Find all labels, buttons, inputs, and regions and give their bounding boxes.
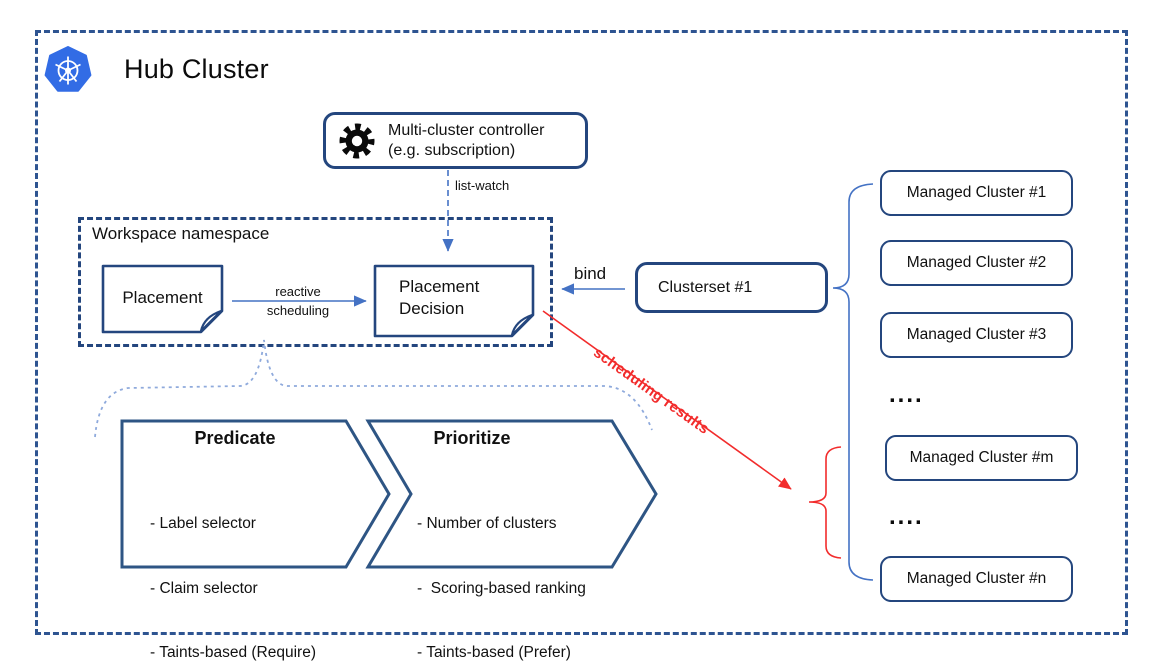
predicate-item-3: - Taints-based (Require) — [150, 644, 316, 661]
reactive-label-line1: reactive — [275, 284, 321, 299]
workspace-namespace-title: Workspace namespace — [92, 224, 270, 243]
controller-label: Multi-cluster controller (e.g. subscript… — [388, 121, 544, 161]
reactive-label-line2: scheduling — [266, 303, 330, 318]
prioritize-item-2: - Scoring-based ranking — [417, 579, 586, 597]
bind-label: bind — [574, 264, 607, 283]
list-watch-label: list-watch — [455, 178, 510, 193]
multi-cluster-controller-box: Multi-cluster controller (e.g. subscript… — [323, 112, 588, 169]
prioritize-title: Prioritize — [433, 428, 511, 448]
hub-cluster-frame — [35, 30, 1128, 635]
managed-cluster-n-box: Managed Cluster #n — [880, 556, 1073, 602]
reactive-scheduling-label: reactive scheduling — [248, 282, 348, 320]
managed-cluster-2-box: Managed Cluster #2 — [880, 240, 1073, 286]
predicate-item-2: - Claim selector — [150, 579, 258, 597]
clusterset-label: Clusterset #1 — [658, 278, 753, 296]
placement-decision-label: Placement Decision — [399, 276, 479, 320]
managed-cluster-ellipsis-1: .... — [889, 381, 924, 408]
placement-label: Placement — [122, 288, 203, 307]
managed-cluster-ellipsis-2: .... — [889, 503, 924, 530]
managed-cluster-3-box: Managed Cluster #3 — [880, 312, 1073, 358]
managed-cluster-2-label: Managed Cluster #2 — [906, 254, 1047, 271]
prioritize-item-1: - Number of clusters — [417, 515, 557, 532]
managed-cluster-3-label: Managed Cluster #3 — [906, 326, 1047, 343]
gear-icon — [336, 120, 378, 162]
predicate-title: Predicate — [194, 428, 276, 448]
controller-label-line1: Multi-cluster controller — [388, 121, 545, 139]
managed-cluster-m-label: Managed Cluster #m — [909, 449, 1054, 466]
managed-cluster-m-box: Managed Cluster #m — [885, 435, 1078, 481]
predicate-items: - Label selector - Claim selector - Tain… — [150, 470, 316, 664]
placement-decision-line1: Placement — [399, 277, 480, 296]
predicate-item-1: - Label selector — [150, 515, 256, 532]
controller-label-line2: (e.g. subscription) — [388, 141, 516, 159]
managed-cluster-1-box: Managed Cluster #1 — [880, 170, 1073, 216]
managed-cluster-1-label: Managed Cluster #1 — [906, 184, 1047, 201]
managed-cluster-n-label: Managed Cluster #n — [906, 570, 1047, 587]
placement-decision-line2: Decision — [399, 299, 465, 318]
kubernetes-icon — [44, 46, 92, 92]
prioritize-item-3: - Taints-based (Prefer) — [417, 644, 571, 661]
prioritize-items: - Number of clusters - Scoring-based ran… — [417, 470, 586, 664]
page-title: Hub Cluster — [124, 54, 269, 84]
clusterset-box: Clusterset #1 — [635, 262, 828, 313]
